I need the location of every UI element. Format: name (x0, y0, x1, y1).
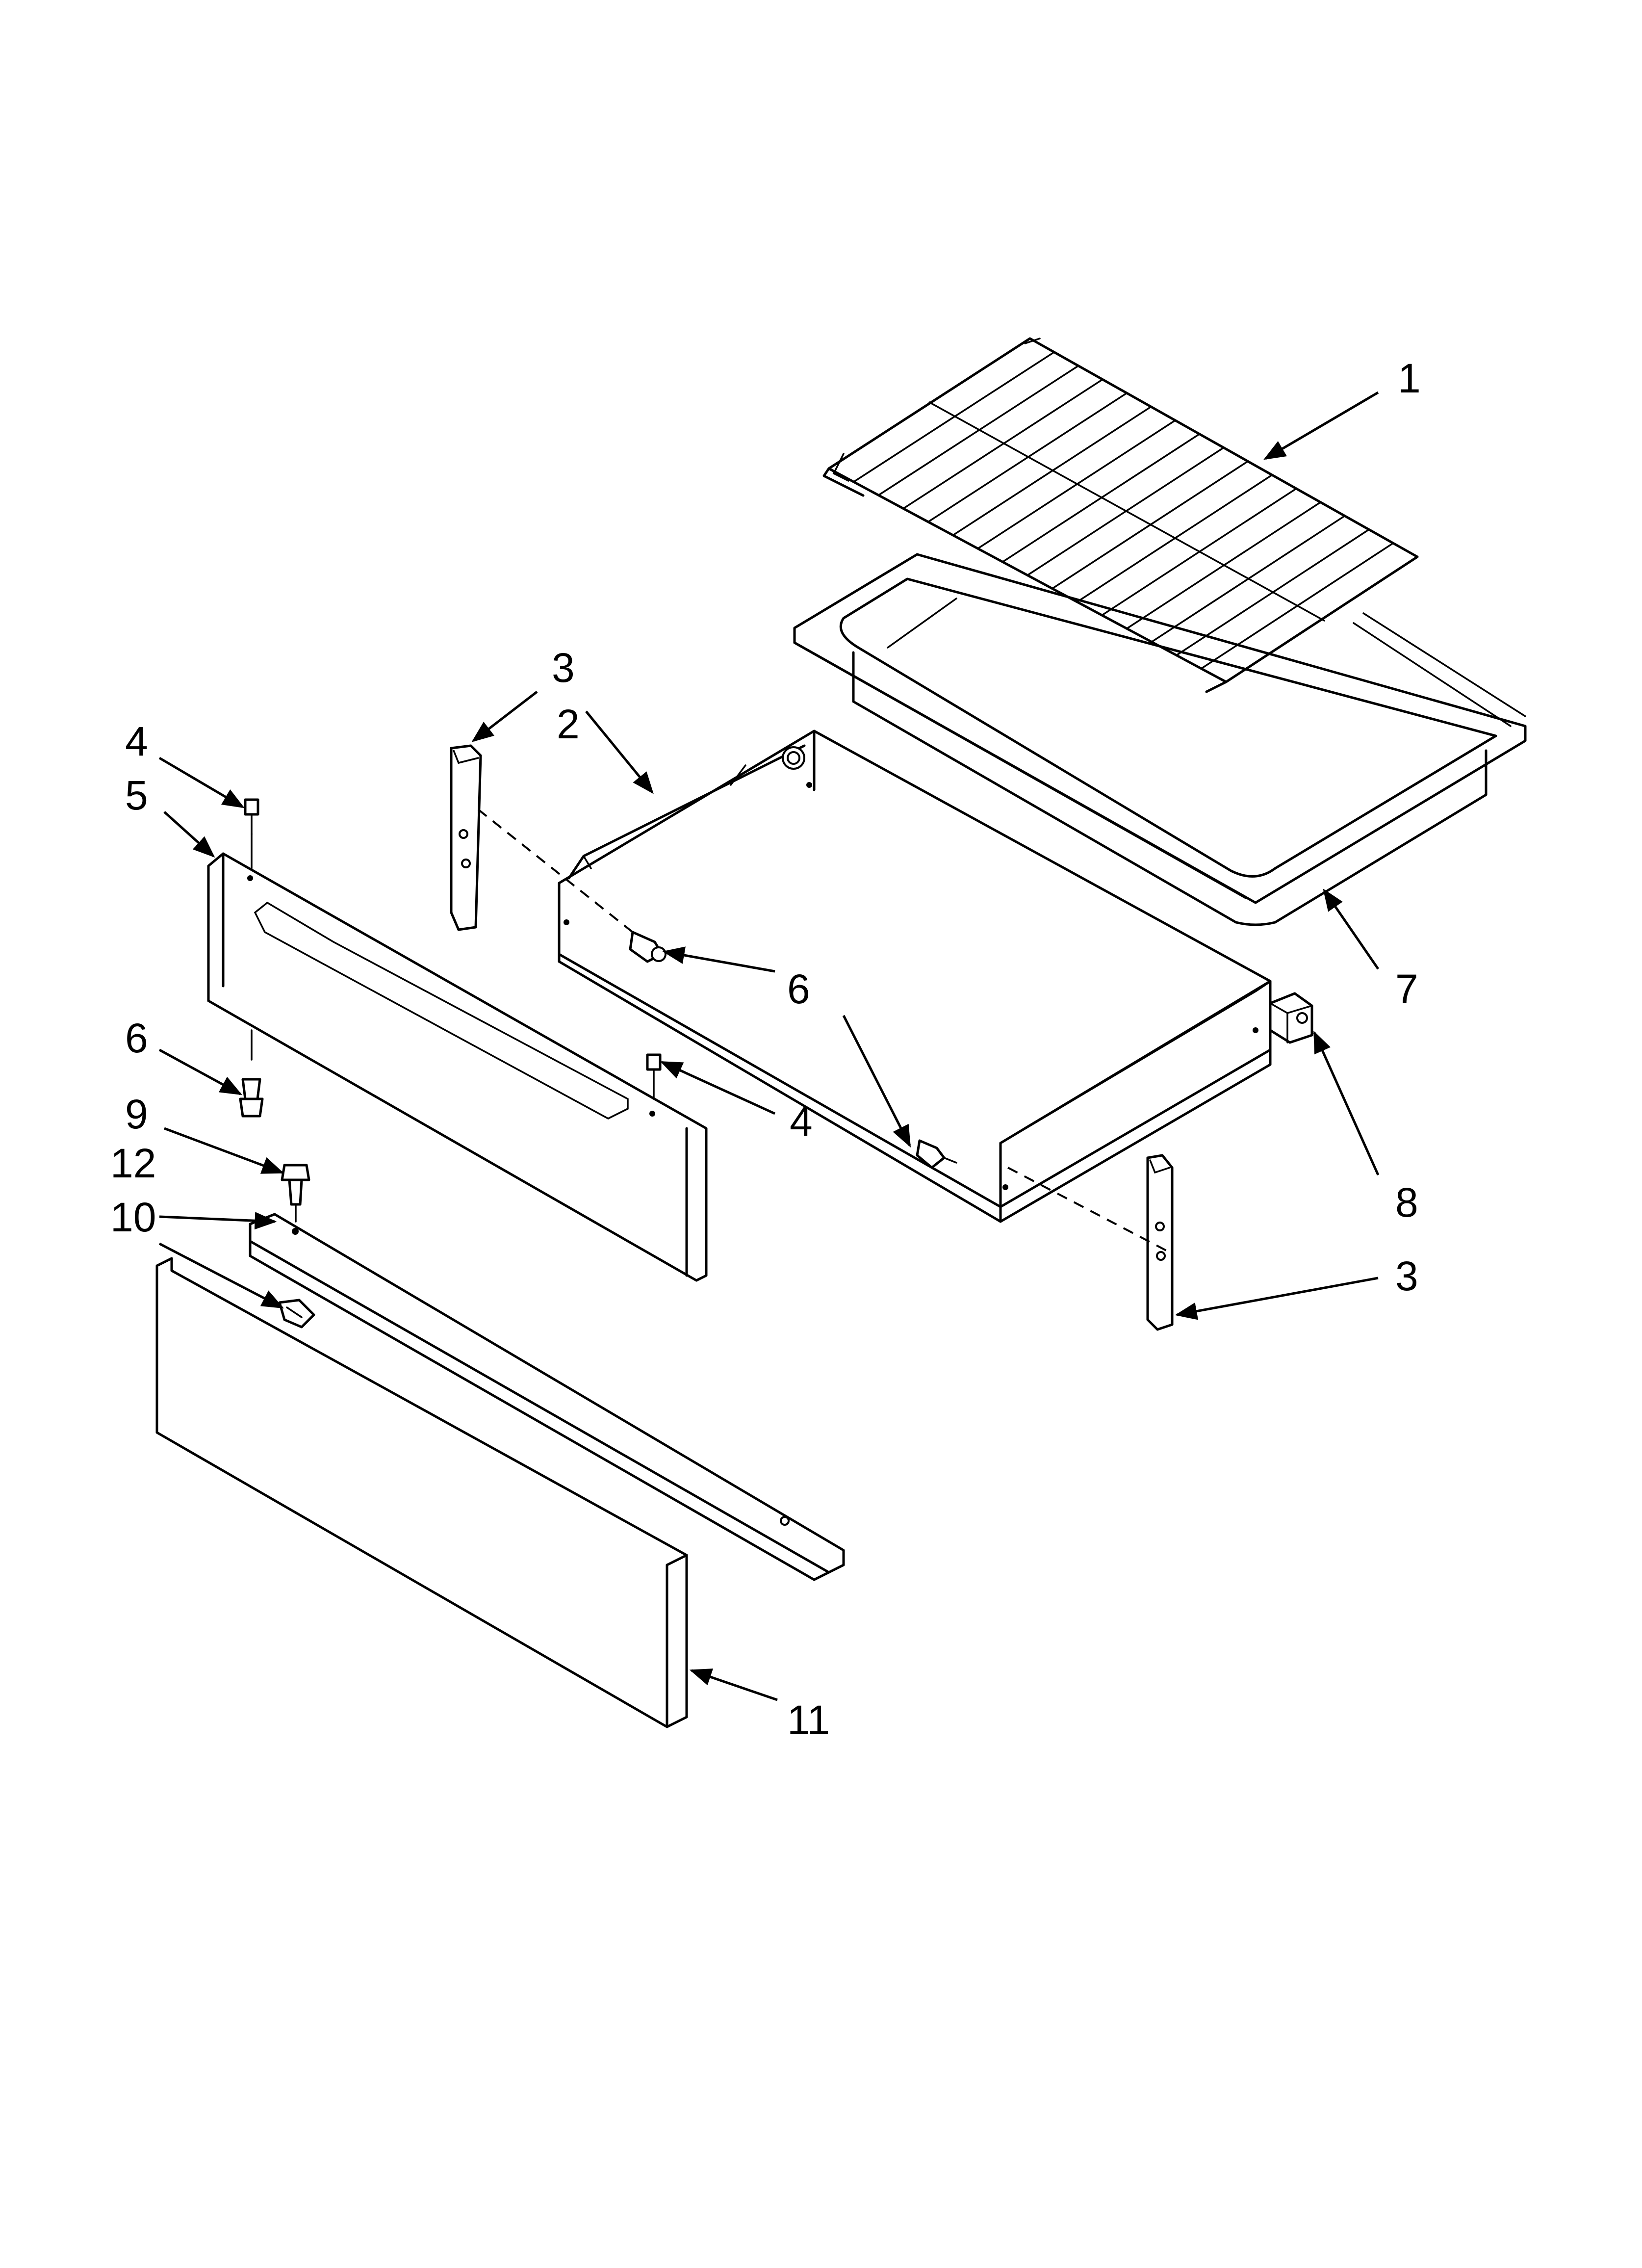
callout-5: 5 (125, 772, 148, 818)
callout-1: 1 (1398, 355, 1421, 401)
slide-mount-line-left (477, 808, 634, 933)
callout-6-left: 6 (125, 1015, 148, 1061)
callout-8: 8 (1395, 1179, 1418, 1225)
broiler-pan-part-7 (793, 553, 1527, 926)
clip-part-10 (278, 1299, 315, 1329)
pin-part-4-left (244, 798, 259, 869)
screw-part-6-drawer-right (916, 1139, 957, 1169)
callout-11: 11 (787, 1697, 830, 1743)
leader-lines (158, 391, 1380, 1701)
oven-rack-part-1 (822, 337, 1419, 693)
rack-rung (852, 351, 1055, 483)
callout-2: 2 (557, 701, 580, 747)
screw-part-9 (281, 1164, 310, 1223)
callout-4-top: 4 (125, 718, 148, 764)
callout-7: 7 (1395, 966, 1418, 1012)
screw-part-6-drawer-left (629, 931, 667, 963)
callout-6-top: 6 (787, 966, 810, 1012)
callout-10: 10 (110, 1194, 156, 1240)
callout-labels: 1 2 3 3 4 4 5 6 6 6 7 8 9 10 11 12 (110, 355, 1421, 1743)
callout-4-bottom: 4 (790, 1098, 813, 1145)
callout-9: 9 (125, 1091, 148, 1137)
callout-3-bottom: 3 (1395, 1253, 1418, 1299)
rack-rung (902, 378, 1103, 510)
drawer-body-part-2 (558, 730, 1272, 1223)
callout-12: 12 (110, 1140, 156, 1186)
bottom-panel-part-11 (155, 1257, 688, 1728)
screw-part-6-panel (239, 1029, 264, 1118)
rack-rung (877, 365, 1079, 496)
pin-part-4-right (646, 1053, 662, 1100)
drawer-slide-right-part-3 (1146, 1154, 1174, 1331)
callout-3-top: 3 (552, 645, 575, 691)
slide-mount-line-right (1007, 1167, 1168, 1252)
drawer-slide-left-part-3 (450, 744, 482, 931)
drawer-front-panel-part-5 (207, 852, 708, 1282)
clip-part-8 (1269, 992, 1313, 1044)
